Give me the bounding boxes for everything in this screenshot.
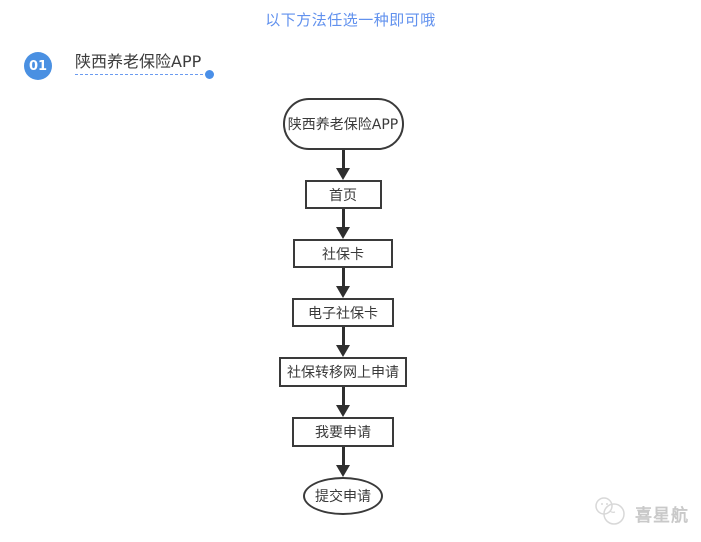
flow-node-submit: 提交申请 [303, 477, 383, 515]
brand-name: 喜星航 [635, 505, 689, 526]
section-number-badge: 01 [24, 52, 52, 80]
down-arrow-icon [336, 447, 350, 477]
section-header: 01 陕西养老保险APP [24, 52, 214, 80]
flow-node-i-want-apply: 我要申请 [292, 417, 394, 447]
watermark: 喜星航 [593, 496, 689, 530]
page-title: 以下方法任选一种即可哦 [265, 11, 436, 29]
flow-node-start: 陕西养老保险APP [282, 98, 404, 150]
flowchart: 陕西养老保险APP 首页 社保卡 电子社保卡 社保转移网上申请 我要申请 提交申… [243, 98, 443, 515]
underline-dot-icon [205, 70, 214, 79]
section-heading: 陕西养老保险APP [75, 52, 202, 71]
down-arrow-icon [336, 387, 350, 417]
down-arrow-icon [336, 327, 350, 357]
flow-node-e-social-card: 电子社保卡 [292, 298, 394, 327]
heading-underline [75, 70, 214, 79]
section-heading-wrap: 陕西养老保险APP [75, 52, 214, 79]
down-arrow-icon [336, 209, 350, 239]
brand-logo-icon [593, 496, 629, 530]
down-arrow-icon [336, 268, 350, 298]
down-arrow-icon [336, 150, 350, 180]
flow-node-transfer-online-apply: 社保转移网上申请 [279, 357, 407, 387]
flow-node-home: 首页 [304, 180, 382, 209]
flow-node-social-card: 社保卡 [293, 239, 393, 268]
